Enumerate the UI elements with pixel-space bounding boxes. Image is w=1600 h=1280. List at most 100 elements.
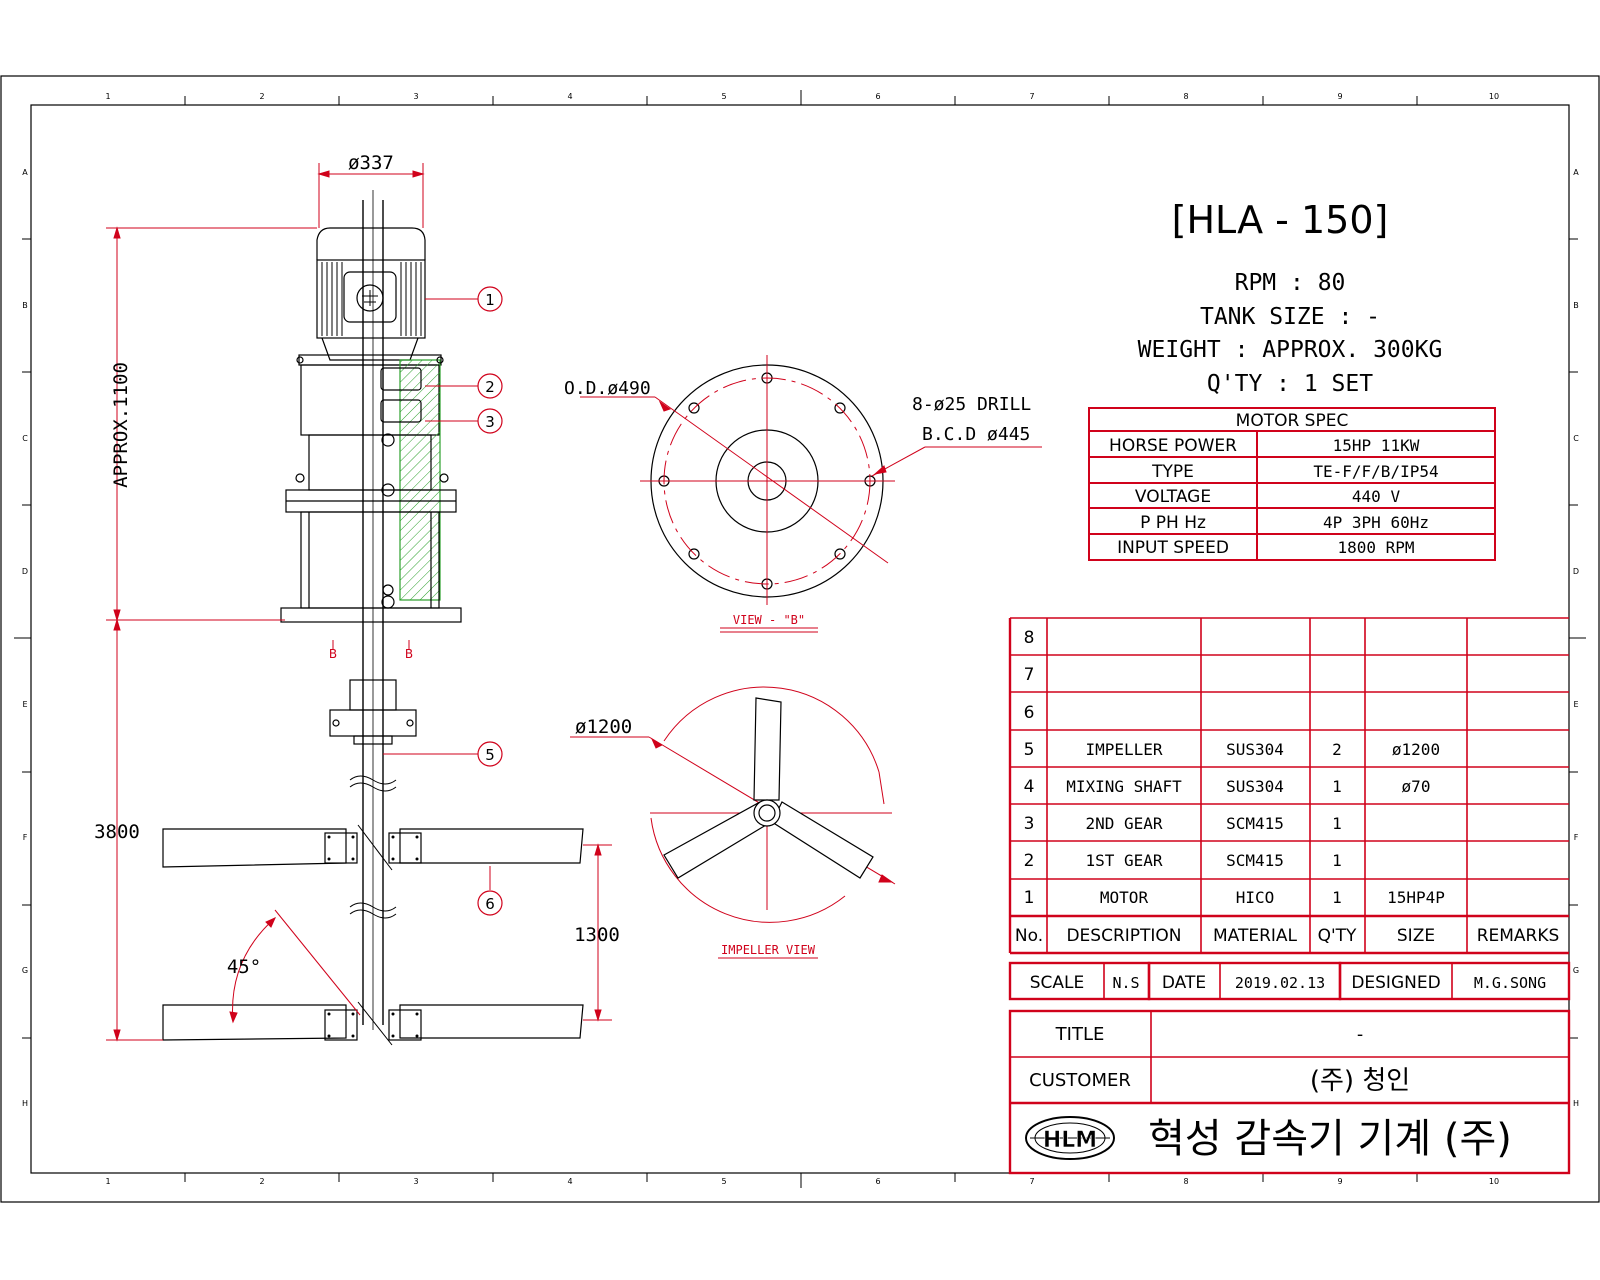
motor-dia-label: ø337 [348, 152, 394, 174]
title-block-text: TITLE - CUSTOMER (주) 청인 [1029, 1024, 1410, 1096]
svg-text:1: 1 [1332, 777, 1342, 796]
svg-text:3: 3 [1024, 814, 1035, 834]
balloon-2-label: 2 [485, 378, 495, 396]
spec-rpm: RPM : 80 [1235, 270, 1346, 296]
svg-text:1: 1 [1024, 888, 1035, 908]
company-name: 혁성 감속기 기계 (주) [1148, 1116, 1512, 1162]
dimension-labels: ø337 APPROX.1100 3800 1300 45° [94, 152, 620, 978]
balloon-5-label: 5 [485, 746, 495, 764]
date-value: 2019.02.13 [1235, 974, 1325, 992]
balloon-6 [477, 890, 503, 916]
row-label: H [1573, 1099, 1579, 1108]
svg-text:SUS304: SUS304 [1226, 740, 1284, 759]
frame-ticks [14, 90, 1586, 1188]
view-b-title: VIEW - "B" [733, 613, 805, 627]
customer-label: CUSTOMER [1029, 1070, 1131, 1091]
svg-text:No.: No. [1015, 926, 1043, 946]
col-label: 2 [259, 92, 264, 101]
svg-text:MATERIAL: MATERIAL [1213, 926, 1298, 946]
motor-terminal-box [343, 271, 397, 323]
balloon-5 [477, 741, 503, 767]
impeller-view-title: IMPELLER VIEW [721, 943, 816, 957]
balloon-3 [477, 408, 503, 434]
impeller-blade-top [753, 697, 782, 801]
lower-hub-bolt-left [324, 1009, 358, 1041]
parts-list-rows: 8 7 6 5 IMPELLER SUS304 2 ø1200 4 MIXING… [1015, 628, 1559, 946]
svg-text:REMARKS: REMARKS [1477, 926, 1560, 946]
title-block-grid [1008, 1009, 1571, 1175]
gearbox-hatch [399, 359, 441, 601]
col-label: 6 [875, 1177, 880, 1186]
impeller-dia-label: ø1200 [575, 716, 632, 738]
svg-text:1: 1 [1332, 814, 1342, 833]
row-label: D [22, 567, 28, 576]
col-label: 7 [1029, 92, 1034, 101]
col-label: 5 [721, 92, 726, 101]
svg-text:2ND GEAR: 2ND GEAR [1085, 814, 1162, 833]
section-mark-left: B [329, 647, 337, 661]
frame-column-labels-bottom: 1 2 3 4 5 6 7 8 9 10 [105, 1177, 1499, 1186]
drill-label: 8-ø25 DRILL [912, 394, 1031, 415]
balloon-1-label: 1 [485, 291, 495, 309]
row-label: F [23, 833, 28, 842]
svg-text:5: 5 [1024, 740, 1035, 760]
model-title: [HLA - 150] [1172, 198, 1389, 242]
parts-row-3: 3 2ND GEAR SCM415 1 [1024, 814, 1342, 834]
lower-blade-left [162, 1004, 347, 1041]
balloon-1 [477, 286, 503, 312]
elevation-dimensions [106, 163, 612, 1042]
svg-text:1: 1 [1332, 888, 1342, 907]
frame-row-labels-right: A B C D E F G H [1573, 168, 1579, 1108]
balloon-numbers: 1 2 3 5 6 [485, 291, 495, 913]
motor-spec-text: MOTOR SPEC HORSE POWER TYPE VOLTAGE P PH… [1109, 411, 1439, 558]
row-label: D [1573, 567, 1579, 576]
customer-value: (주) 청인 [1310, 1066, 1410, 1096]
svg-text:HICO: HICO [1236, 888, 1275, 907]
company-logo: HLM [1025, 1116, 1115, 1160]
parts-row-1: 1 MOTOR HICO 1 15HP4P [1024, 888, 1445, 908]
gear-2 [380, 399, 422, 423]
date-label: DATE [1162, 973, 1206, 993]
parts-row-7: 7 [1024, 665, 1035, 685]
upper-blade-left [162, 828, 347, 868]
lower-hub-bolt-right [388, 1009, 422, 1041]
meta-row-grid [1008, 961, 1571, 1001]
row-label: A [22, 168, 28, 177]
motor-spec-label: TYPE [1151, 462, 1194, 482]
row-label: C [1573, 434, 1579, 443]
motor-spec-title: MOTOR SPEC [1236, 411, 1349, 431]
blade-angle-label: 45° [227, 956, 261, 978]
frame-column-labels-top: 1 2 3 4 5 6 7 8 9 10 [105, 92, 1499, 101]
svg-text:SUS304: SUS304 [1226, 777, 1284, 796]
col-label: 1 [105, 1177, 110, 1186]
motor-spec-value: 4P 3PH 60Hz [1323, 513, 1429, 532]
row-label: F [1574, 833, 1579, 842]
col-label: 10 [1489, 1177, 1499, 1186]
svg-text:IMPELLER: IMPELLER [1085, 740, 1162, 759]
view-b-red [580, 355, 1042, 633]
row-label: E [1573, 700, 1578, 709]
motor-cap [316, 227, 426, 260]
spec-qty: Q'TY : 1 SET [1207, 371, 1373, 397]
motor-flange-foot [321, 337, 419, 361]
upper-blade-right [399, 828, 584, 864]
row-label: E [22, 700, 27, 709]
row-label: B [1573, 301, 1579, 310]
balloon-6-label: 6 [485, 895, 495, 913]
col-label: 7 [1029, 1177, 1034, 1186]
col-label: 4 [567, 1177, 572, 1186]
row-label: G [22, 966, 28, 975]
gear-1 [380, 367, 422, 391]
upper-hub-bolt-left [324, 832, 358, 864]
svg-text:6: 6 [1024, 703, 1035, 723]
meta-row-text: SCALE N.S DATE 2019.02.13 DESIGNED M.G.S… [1030, 973, 1546, 993]
parts-list-grid [1008, 617, 1569, 955]
svg-text:SCM415: SCM415 [1226, 814, 1284, 833]
col-label: 9 [1337, 92, 1342, 101]
sheet-frame [0, 75, 1600, 1203]
col-label: 8 [1183, 92, 1188, 101]
svg-text:MIXING SHAFT: MIXING SHAFT [1066, 777, 1182, 796]
total-length-label: 3800 [94, 821, 140, 843]
logo-text: HLM [1043, 1128, 1097, 1153]
svg-text:15HP4P: 15HP4P [1387, 888, 1445, 907]
